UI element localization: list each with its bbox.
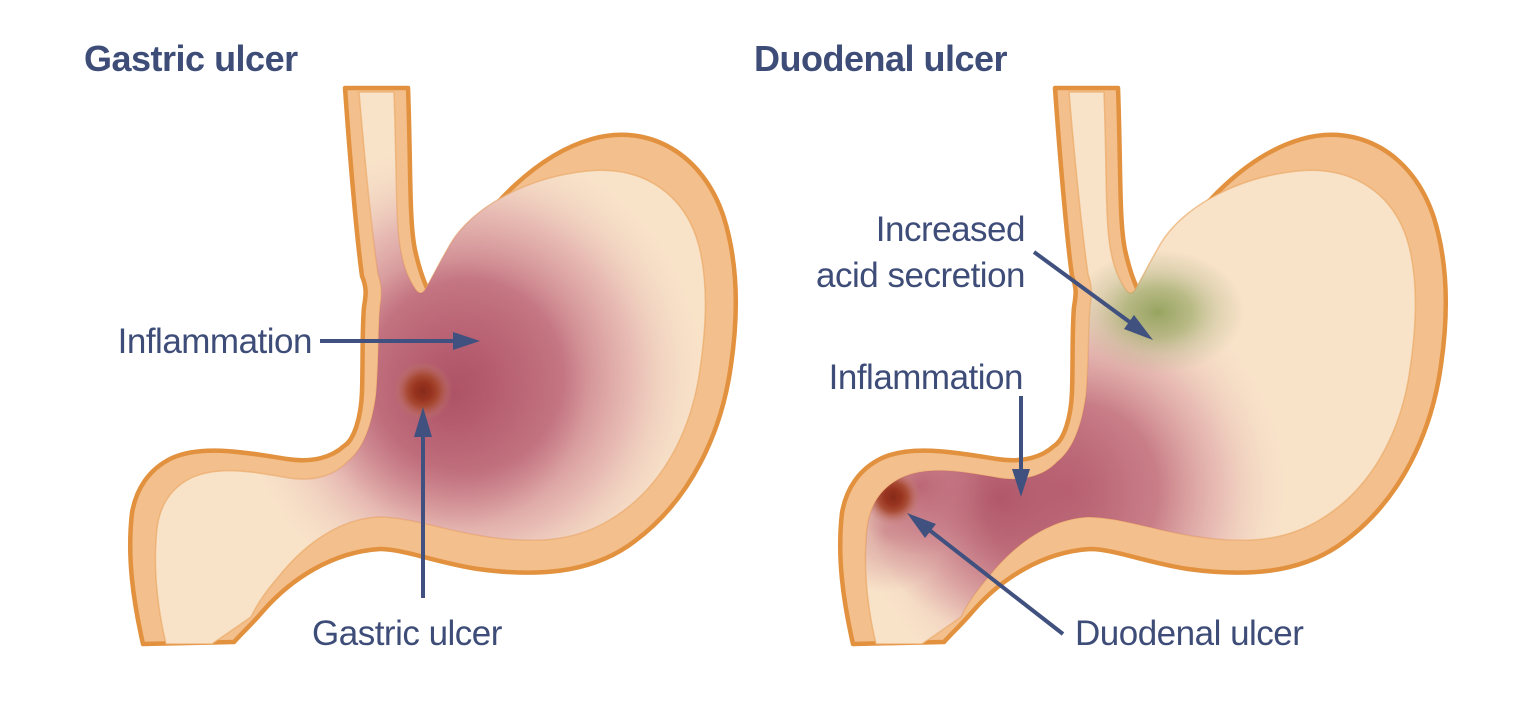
gastric-panel-title: Gastric ulcer bbox=[84, 38, 298, 79]
gastric-ulcer-label: Gastric ulcer bbox=[312, 614, 502, 653]
inflammation-label-left: Inflammation bbox=[117, 322, 313, 361]
inflammation-arrow-right bbox=[1012, 396, 1030, 497]
duodenal-panel-title: Duodenal ulcer bbox=[754, 38, 1008, 79]
acid-secretion-area bbox=[1072, 250, 1244, 374]
gastric-ulcer-arrow bbox=[414, 407, 432, 598]
acid-secretion-label-line2: acid secretion bbox=[816, 256, 1025, 295]
acid-secretion-label-line1: Increased bbox=[875, 210, 1026, 249]
annotation-arrows bbox=[320, 250, 1153, 636]
acid-secretion-label: Increased acid secretion bbox=[760, 207, 1025, 299]
duodenal-ulcer-arrow bbox=[907, 513, 1065, 636]
gastric-stomach-illustration bbox=[125, 80, 755, 650]
duodenal-ulcer-label: Duodenal ulcer bbox=[1075, 614, 1304, 653]
acid-secretion-arrow bbox=[1032, 250, 1153, 340]
gastric-ulcer-spot bbox=[393, 361, 453, 421]
inflammation-label-right: Inflammation bbox=[828, 358, 1024, 397]
inflammation-arrow-left bbox=[320, 332, 480, 350]
